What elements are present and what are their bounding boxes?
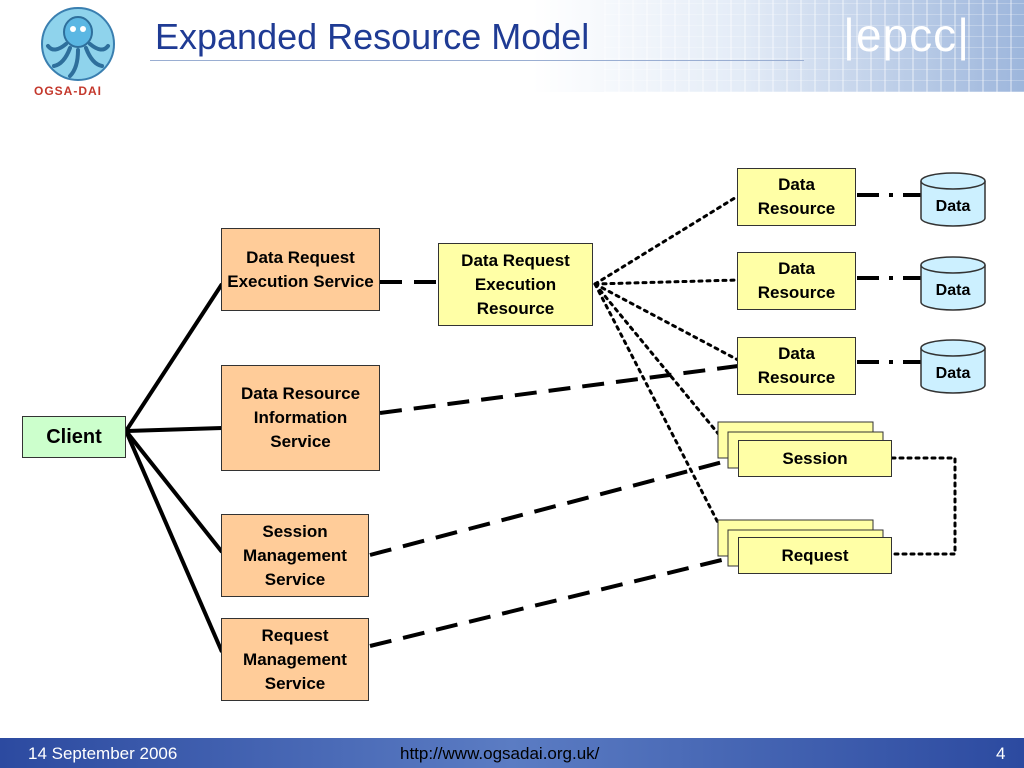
footer-band [0, 738, 1024, 768]
header-band: |epcc| [0, 0, 1024, 92]
drer-resource-box: Data Request Execution Resource [438, 243, 593, 326]
request-label: Request [781, 545, 849, 565]
epcc-logo: |epcc| [843, 9, 971, 61]
data-store-label-1: Data [935, 198, 971, 215]
drir-service-box: Data Resource Information Service [221, 365, 380, 471]
data-store-label-3: Data [935, 365, 971, 382]
request-service-label: Request Management Service [243, 625, 347, 693]
ogsa-dai-logo-icon [41, 7, 115, 81]
data-store-label-2: Data [935, 282, 971, 299]
dotted-link-1 [593, 194, 740, 286]
footer-date: 14 September 2006 [28, 744, 178, 763]
footer-url-link[interactable]: http://www.ogsadai.org.uk/ [400, 744, 600, 763]
request-service-box: Request Management Service [221, 618, 369, 701]
drer-service-box: Data Request Execution Service [221, 228, 380, 311]
client-link-drir [125, 426, 223, 433]
title-rule [150, 60, 804, 61]
session-service-label: Session Management Service [243, 521, 347, 589]
dotted-link-3 [593, 282, 740, 362]
data-resource-box-1: Data Resource [737, 168, 856, 226]
link-drir [379, 364, 739, 415]
client-box: Client [22, 416, 126, 458]
link-session [369, 456, 739, 557]
page-title: Expanded Resource Model [155, 16, 590, 57]
logo-text: OGSA-DAI [34, 84, 102, 98]
client-link-session [124, 429, 224, 554]
data-cylinder-1-icon [920, 181, 986, 227]
drer-resource-label: Data Request Execution Resource [461, 250, 570, 318]
client-link-drer [124, 282, 224, 433]
dotted-link-2 [593, 278, 740, 286]
client-label: Client [46, 426, 102, 448]
dotted-session-request [890, 456, 957, 556]
data-resource-label-2: Data Resource [757, 259, 836, 302]
dotted-link-5 [593, 282, 732, 548]
session-label: Session [782, 448, 848, 468]
link-request [369, 554, 739, 648]
data-resource-box-3: Data Resource [737, 337, 856, 395]
drir-service-label: Data Resource Information Service [240, 384, 361, 451]
drer-service-label: Data Request Execution Service [227, 247, 374, 291]
data-cylinder-3-icon [920, 348, 986, 394]
data-resource-box-2: Data Resource [737, 252, 856, 310]
data-cylinder-2-icon [920, 265, 986, 311]
data-resource-label-3: Data Resource [757, 344, 836, 387]
header-pattern [604, 0, 1024, 92]
client-link-request [124, 430, 224, 653]
session-box: Session [738, 440, 892, 477]
dotted-link-4 [593, 282, 732, 450]
data-resource-label-1: Data Resource [757, 175, 836, 218]
page-number: 4 [996, 744, 1006, 763]
diagram-connectors [124, 172, 986, 653]
session-service-box: Session Management Service [221, 514, 369, 597]
request-box: Request [738, 537, 892, 574]
